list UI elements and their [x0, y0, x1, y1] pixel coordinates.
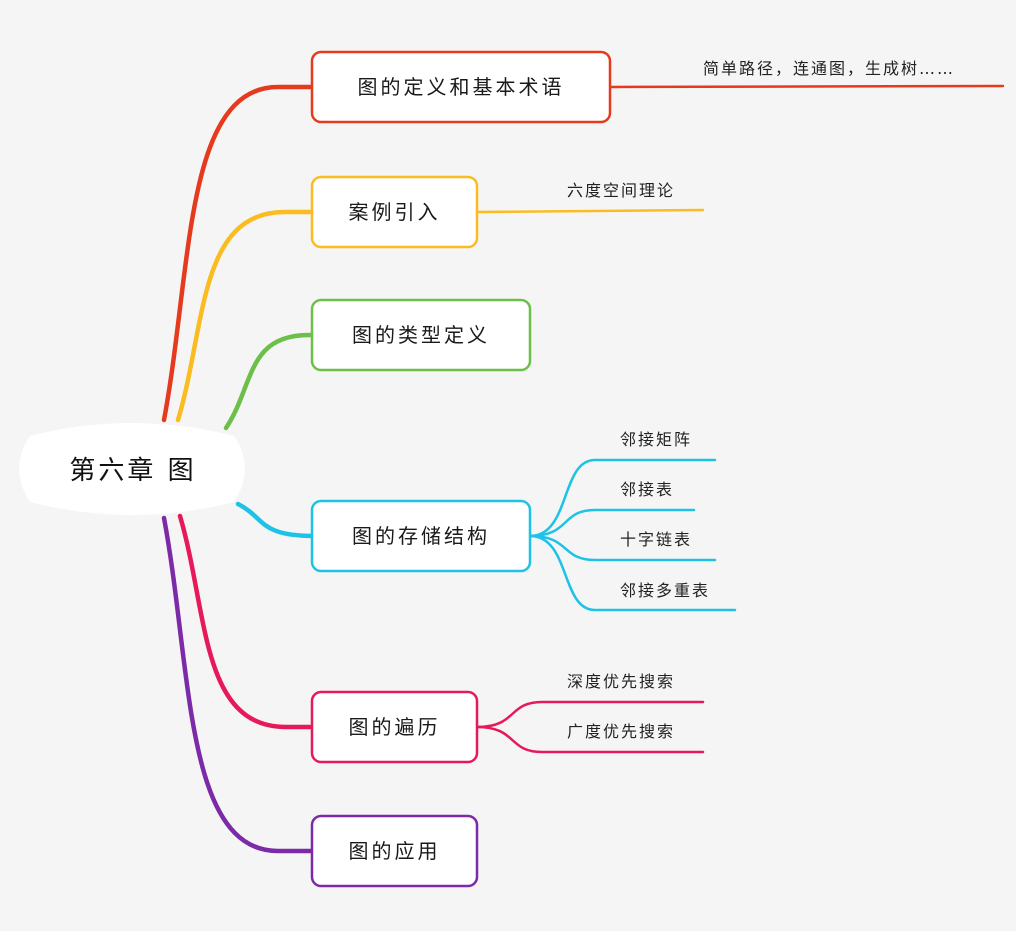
branch-node-traversal[interactable]: 图的遍历	[310, 690, 479, 764]
leaf-label-case-0[interactable]: 六度空间理论	[567, 181, 675, 200]
branch-box-types	[310, 298, 532, 372]
edge-root-to-definition	[161, 84, 315, 423]
branch-box-case	[310, 175, 479, 249]
leaf-label-storage-0[interactable]: 邻接矩阵	[620, 430, 692, 449]
branch-node-definition[interactable]: 图的定义和基本术语	[310, 50, 612, 124]
edge-traversal-leaf-1	[475, 725, 705, 754]
branch-label-types: 图的类型定义	[352, 323, 490, 347]
root-label: 第六章 图	[69, 456, 196, 486]
branch-label-definition: 图的定义和基本术语	[358, 75, 565, 99]
branch-box-storage	[310, 499, 532, 573]
leaf-label-traversal-1[interactable]: 广度优先搜索	[567, 722, 675, 741]
root-shape	[19, 423, 245, 515]
branch-box-definition	[310, 50, 612, 124]
edge-root-to-types	[223, 332, 315, 431]
root-node[interactable]: 第六章 图	[19, 423, 245, 515]
branch-node-types[interactable]: 图的类型定义	[310, 298, 532, 372]
branch-label-application: 图的应用	[349, 839, 441, 863]
leaf-label-storage-1[interactable]: 邻接表	[620, 480, 674, 499]
branch-box-application	[310, 814, 479, 888]
branch-node-application[interactable]: 图的应用	[310, 814, 479, 888]
branch-label-case: 案例引入	[349, 200, 441, 224]
mindmap-nodes: 图的定义和基本术语 简单路径，连通图，生成树…… 案例引入 六度空间理论图的类型定义图…	[19, 50, 955, 888]
branch-label-traversal: 图的遍历	[349, 715, 441, 739]
edge-storage-leaf-3	[528, 534, 737, 612]
edge-traversal-leaf-0	[475, 700, 705, 729]
leaf-label-storage-2[interactable]: 十字链表	[620, 530, 692, 549]
leaf-label-storage-3[interactable]: 邻接多重表	[620, 581, 710, 600]
edge-case-leaf-0	[475, 208, 705, 214]
branch-node-storage[interactable]: 图的存储结构	[310, 499, 532, 573]
leaf-label-traversal-0[interactable]: 深度优先搜索	[567, 672, 675, 691]
mindmap-edges	[161, 84, 1005, 854]
edge-storage-leaf-2	[528, 534, 717, 562]
edge-definition-leaf-0	[608, 84, 1005, 89]
edge-root-to-traversal	[177, 513, 315, 730]
edge-root-to-application	[161, 515, 315, 854]
edge-root-to-storage	[235, 501, 316, 539]
branch-box-traversal	[310, 690, 479, 764]
edge-storage-leaf-1	[528, 508, 696, 538]
edge-root-to-case	[175, 209, 315, 423]
branch-label-storage: 图的存储结构	[352, 524, 490, 548]
leaf-label-definition-0[interactable]: 简单路径，连通图，生成树……	[703, 59, 955, 78]
branch-node-case[interactable]: 案例引入	[310, 175, 479, 249]
edge-storage-leaf-0	[528, 458, 717, 538]
